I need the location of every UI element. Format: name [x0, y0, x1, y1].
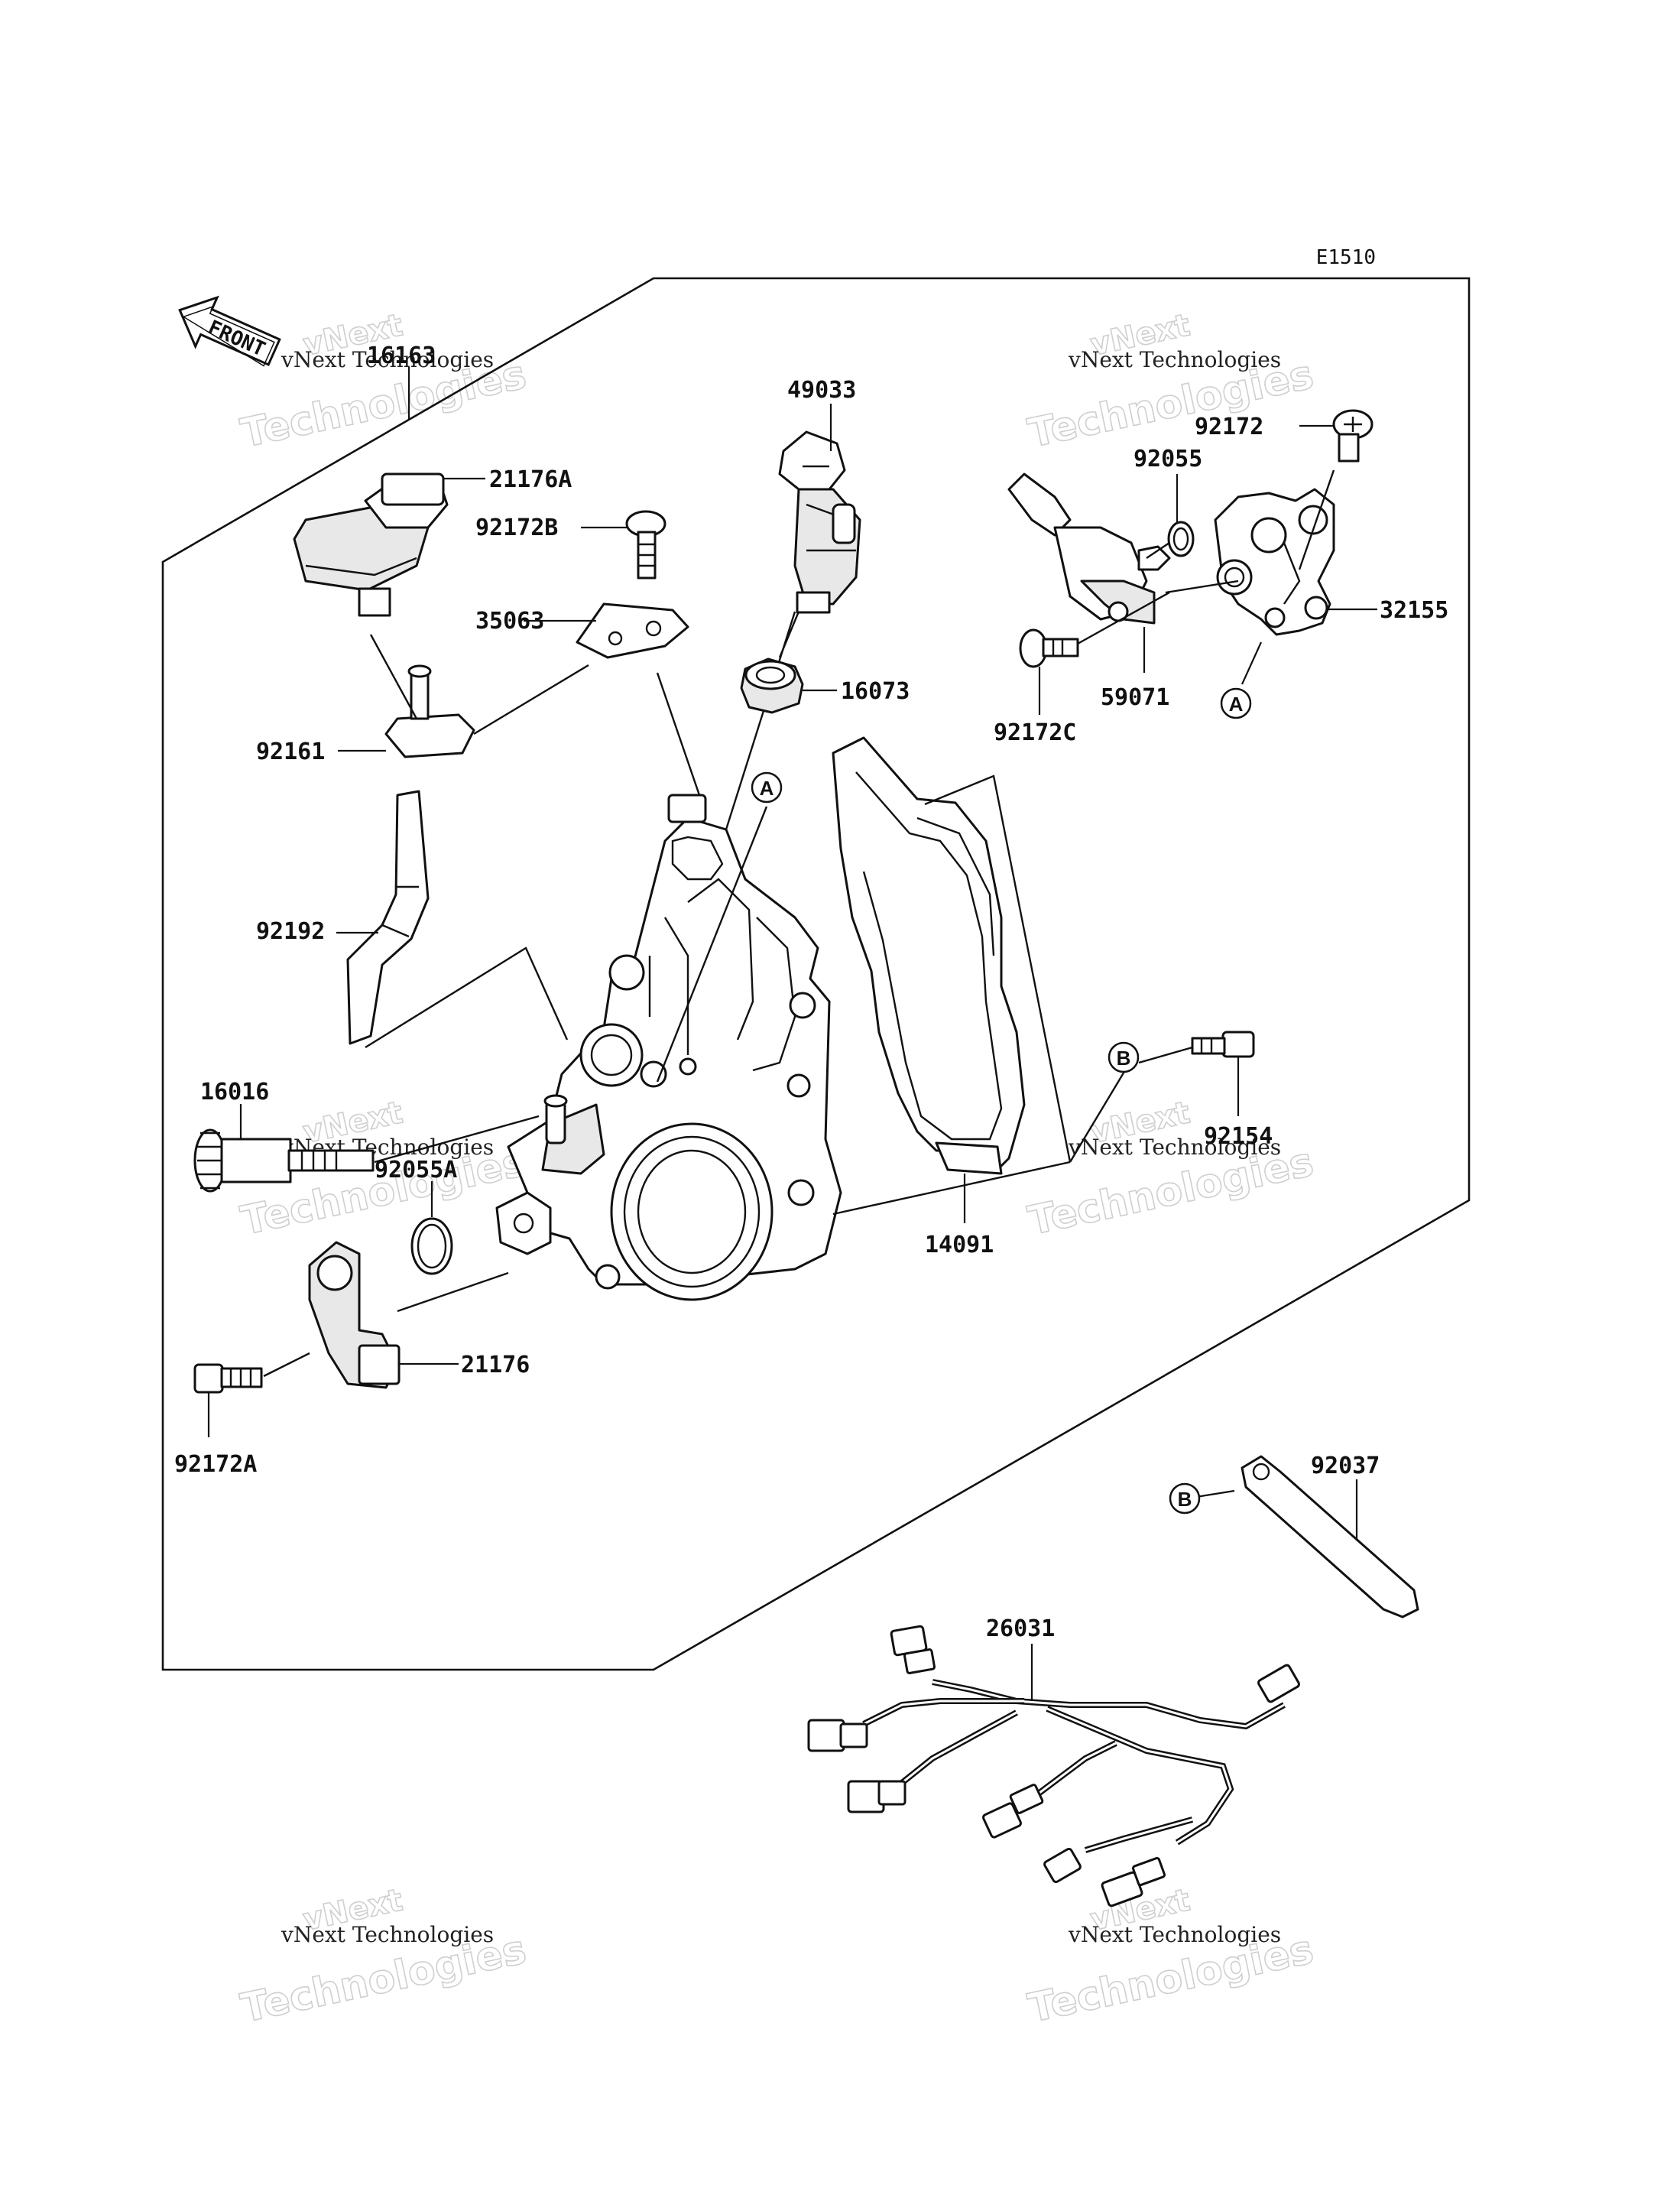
svg-text:vNext Technologies: vNext Technologies — [1068, 347, 1281, 372]
svg-text:vNext Technologies: vNext Technologies — [1068, 1135, 1281, 1160]
label-16163: 16163 — [367, 343, 436, 369]
label-16016: 16016 — [200, 1079, 269, 1105]
label-35063: 35063 — [475, 608, 544, 635]
guide-body-14091 — [832, 1161, 1071, 1216]
hose-92192 — [346, 790, 430, 1045]
harness-26031 — [807, 1625, 1300, 1907]
housing-32155 — [1214, 488, 1335, 636]
throttle-body — [495, 794, 842, 1301]
guide-housing-59071 — [1165, 580, 1239, 594]
fitting-92161 — [384, 664, 475, 758]
label-92172C: 92172C — [994, 719, 1076, 746]
cover-14091 — [832, 736, 1026, 1175]
label-92172A: 92172A — [174, 1451, 257, 1478]
callout-b-mid-label: B — [1117, 1047, 1131, 1070]
bracket-35063 — [576, 602, 689, 659]
watermark-bottom-left: vNext Technologies vNext Technologies — [236, 1882, 530, 2033]
guide-92172A — [263, 1352, 310, 1378]
label-21176: 21176 — [461, 1352, 530, 1378]
watermark-top-right: vNext Technologies vNext Technologies — [1023, 307, 1318, 458]
map-sensor-21176A — [293, 472, 449, 617]
leader-a-right — [1241, 641, 1263, 685]
callout-a-top — [751, 771, 783, 804]
o-ring-92055A-inner — [417, 1223, 447, 1269]
bolt-92154 — [1191, 1031, 1255, 1058]
hose-92192-bands — [381, 885, 419, 938]
label-21176A: 21176A — [489, 466, 572, 493]
callout-a-top-label: A — [760, 777, 774, 800]
front-arrow-icon: FRONT — [178, 295, 281, 367]
callout-b-mid — [1108, 1041, 1140, 1073]
guide-b-mid — [1069, 1066, 1129, 1163]
callout-b-bottom-label: B — [1178, 1488, 1192, 1511]
svg-text:vNext Technologies: vNext Technologies — [281, 347, 494, 372]
guide-21176-body — [397, 1271, 509, 1313]
leader-b-bottom — [1195, 1489, 1235, 1498]
guide-body-left — [365, 946, 569, 1049]
label-92037: 92037 — [1311, 1453, 1380, 1479]
o-ring-92055 — [1167, 521, 1195, 557]
svg-text:vNext Technologies: vNext Technologies — [1068, 1922, 1281, 1947]
guide-59071-92055 — [1146, 542, 1170, 559]
guide-92172-housing — [1298, 469, 1335, 570]
bolt-92172C — [1019, 628, 1079, 668]
label-92055: 92055 — [1134, 446, 1202, 472]
label-16073: 16073 — [841, 678, 910, 705]
seal-16073 — [740, 657, 804, 714]
bolt-92172A — [193, 1363, 263, 1394]
callout-b-bottom — [1169, 1482, 1201, 1515]
label-92192: 92192 — [256, 918, 325, 945]
guide-92161-bracket — [473, 664, 589, 735]
idle-screw-16016 — [193, 1128, 375, 1193]
label-26031: 26031 — [986, 1615, 1055, 1642]
label-92154: 92154 — [1204, 1123, 1273, 1150]
label-59071: 59071 — [1101, 684, 1169, 711]
injector-49033 — [778, 430, 861, 614]
assembly-frame — [161, 277, 1471, 1671]
guide-92172C — [1077, 591, 1170, 645]
watermark-mid-right: vNext Technologies vNext Technologies — [1023, 1095, 1318, 1245]
svg-text:vNext Technologies: vNext Technologies — [281, 1922, 494, 1947]
callout-a-right — [1220, 687, 1252, 719]
guide-b-92154 — [1138, 1046, 1193, 1064]
diagram-code: E1510 — [1316, 246, 1376, 269]
label-14091: 14091 — [925, 1232, 994, 1258]
guide-14091-top — [924, 774, 1072, 1163]
throttle-sensor-21176 — [308, 1241, 401, 1389]
idle-valve-59071 — [1007, 472, 1171, 625]
stay-92037 — [1241, 1455, 1419, 1618]
screw-92172 — [1332, 409, 1374, 463]
guide-a-body — [656, 806, 768, 1083]
label-49033: 49033 — [787, 377, 856, 404]
guide-21176A-92161 — [369, 634, 418, 719]
guide-16016-body — [374, 1115, 540, 1164]
label-32155: 32155 — [1380, 597, 1448, 624]
screw-92172B — [625, 510, 666, 580]
label-92172B: 92172B — [475, 515, 558, 541]
guide-49033-16073 — [778, 611, 800, 658]
watermark-bottom-right: vNext Technologies vNext Technologies — [1023, 1882, 1318, 2033]
label-92161: 92161 — [256, 739, 325, 765]
label-92172: 92172 — [1195, 414, 1263, 440]
guide-bracket-body — [656, 672, 701, 796]
label-92055A: 92055A — [375, 1157, 457, 1183]
o-ring-92055-inner — [1172, 527, 1189, 551]
callout-a-right-label: A — [1229, 693, 1244, 716]
